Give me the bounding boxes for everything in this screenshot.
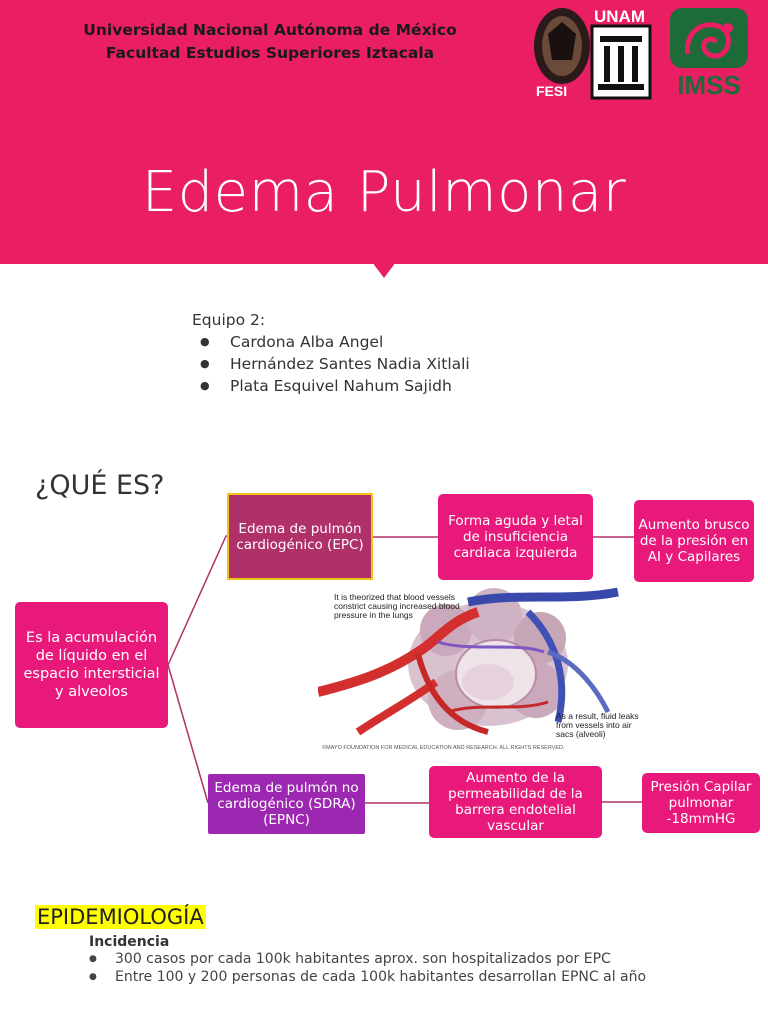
epnc-box: Edema de pulmón no cardiogénico (SDRA) (… [208,774,365,834]
list-item: Entre 100 y 200 personas de cada 100k ha… [89,968,709,986]
definition-box: Es la acumulación de líquido en el espac… [15,602,168,728]
svg-text:FESI: FESI [536,83,567,99]
epc-effect-box: Aumento brusco de la presión en AI y Cap… [634,500,754,582]
page-title: Edema Pulmonar [141,160,627,225]
section-heading-epidemiologia: EPIDEMIOLOGÍA [35,905,206,929]
imss-logo: IMSS [670,8,748,98]
team-member: Plata Esquivel Nahum Sajidh [192,375,470,397]
faculty-name: Facultad Estudios Superiores Iztacala [105,44,435,62]
epnc-cause-box: Aumento de la permeabilidad de la barrer… [429,766,602,838]
list-item: 300 casos por cada 100k habitantes aprox… [89,950,709,968]
team-member-list: Cardona Alba Angel Hernández Santes Nadi… [192,331,470,397]
epc-box: Edema de pulmón cardiogénico (EPC) [227,493,373,580]
incidence-list: 300 casos por cada 100k habitantes aprox… [89,950,709,986]
team-heading: Equipo 2: [192,311,266,329]
alveoli-illustration [318,587,619,736]
epnc-effect-box: Presión Capilar pulmonar -18mmHG [642,773,760,833]
illustration-copyright: ©MAYO FOUNDATION FOR MEDICAL EDUCATION A… [322,745,565,751]
institution-name: Universidad Nacional Autónoma de México [83,21,457,39]
incidence-subheading: Incidencia [89,934,170,950]
illustration-caption-bottom: As a result, fluid leaks from vessels in… [556,711,639,739]
section-heading-que-es: ¿QUÉ ES? [35,470,165,501]
team-member: Cardona Alba Angel [192,331,470,353]
illustration-caption-top: It is theorized that blood vessels const… [334,592,460,620]
team-member: Hernández Santes Nadia Xitlali [192,353,470,375]
svg-text:IMSS: IMSS [677,70,741,98]
banner-notch [372,262,396,278]
unam-fesi-logo: FESI UNAM [532,4,656,100]
epc-cause-box: Forma aguda y letal de insuficiencia car… [438,494,593,580]
team-section: Equipo 2: Cardona Alba Angel Hernández S… [192,311,470,397]
svg-text:UNAM: UNAM [594,7,645,26]
